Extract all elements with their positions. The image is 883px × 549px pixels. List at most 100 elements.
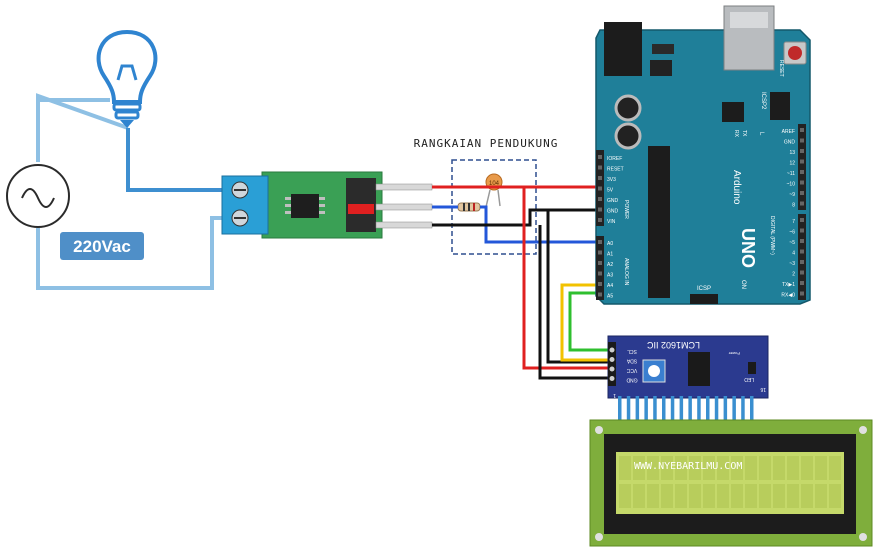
i2c-pin-label-vcc: VCC — [626, 367, 637, 373]
i2c-pin-header — [608, 342, 616, 386]
reset-label: RESET — [778, 60, 784, 77]
lcd-char-cell — [647, 484, 659, 508]
l-label: L — [758, 132, 764, 136]
digital-pin-label: ~9 — [789, 192, 795, 198]
wire-yellow-sda — [560, 283, 612, 362]
digital-pin-label: ~6 — [789, 230, 795, 236]
header-pin — [598, 292, 602, 297]
lcd-char-cell — [773, 456, 785, 480]
lcd-connector-pin — [635, 396, 640, 426]
i2c-pin — [609, 376, 615, 381]
lcd-char-cell — [619, 456, 631, 480]
header-pin — [598, 218, 602, 222]
lcd-connector-pin — [626, 396, 631, 426]
power-jack — [604, 22, 642, 76]
header-pin — [598, 165, 602, 170]
pin-label-a3: A3 — [607, 273, 613, 279]
header-pin — [598, 271, 602, 276]
lcd-connector-pin — [750, 396, 754, 426]
icsp-label: ICSP — [697, 286, 711, 292]
header-pin — [598, 207, 602, 212]
arduino-model: UNO — [738, 228, 758, 268]
sine-wave-icon — [21, 188, 55, 208]
wire-black-gnd — [432, 208, 600, 227]
digital-pin-label: ~3 — [789, 261, 795, 267]
header-pin — [800, 159, 804, 164]
header-pin — [598, 176, 602, 180]
header-pin — [598, 261, 602, 265]
lamp-wire-right — [126, 128, 225, 192]
lcd-char-cell — [689, 456, 701, 480]
i2c-pin — [609, 366, 615, 372]
mains-wire-top — [36, 96, 110, 102]
digital-pin-label: ~11 — [787, 171, 795, 177]
lcd-char-grid — [619, 456, 841, 508]
header-pin — [800, 128, 804, 132]
header-pin — [598, 282, 602, 286]
header-pin — [598, 155, 602, 159]
lcd-connector-pin — [662, 396, 666, 426]
voltage-label: 220Vac — [73, 237, 131, 256]
icsp2-header — [770, 92, 790, 120]
digital-pin-label: 7 — [792, 219, 795, 225]
lcd-char-cell — [731, 484, 743, 508]
on-label: ON — [740, 280, 746, 289]
wire-red-lcd-vcc — [522, 187, 612, 370]
i2c-pin — [609, 357, 615, 362]
header-pin — [598, 250, 602, 255]
lcd-char-cell — [689, 484, 701, 508]
i2c-pin-label-gnd: GND — [626, 377, 638, 383]
lcd-char-cell — [759, 484, 771, 508]
pin-label-5v: 5V — [607, 188, 614, 194]
capacitor-code: 104 — [489, 181, 500, 187]
lcd-char-cell — [703, 484, 715, 508]
digital-header-top — [798, 124, 806, 210]
wire-black-arduino-gnd2 — [546, 210, 612, 364]
lcd-char-cell — [675, 484, 687, 508]
header-pin — [800, 218, 804, 222]
pin-label-a1: A1 — [607, 252, 613, 258]
icsp2-label: ICSP2 — [760, 92, 766, 110]
digital-pin-label: 12 — [789, 161, 795, 167]
header-pin — [800, 201, 804, 206]
i2c-pin — [609, 347, 615, 353]
rx-label: RX — [733, 130, 739, 138]
digital-pin-label: GND — [784, 140, 796, 146]
i2c-title: LCM1602 IIC — [646, 340, 700, 350]
pin-label-a0: A0 — [607, 241, 613, 247]
header-pin — [800, 249, 804, 254]
digital-pin-label: 13 — [789, 150, 795, 156]
pin-label-vin: VIN — [607, 219, 616, 225]
digital-pin-label: 2 — [792, 272, 795, 278]
lcd-char-cell — [717, 456, 729, 480]
header-pin — [800, 270, 804, 275]
lcd-char-cell — [759, 456, 771, 480]
digital-pin-label: TX▶1 — [782, 282, 795, 288]
digital-pin-label: 4 — [792, 251, 795, 257]
digital-pin-label: RX◀0 — [781, 293, 795, 299]
lcd-1602: WWW.NYEBARILMU.COM — [589, 419, 873, 547]
lcd-char-cell — [661, 484, 673, 508]
i2c-pin-label-scl: SCL — [627, 348, 637, 354]
analog-header — [596, 236, 604, 300]
lcd-char-cell — [801, 484, 813, 508]
current-sensor-module — [221, 171, 433, 239]
pin-label-3v3: 3V3 — [607, 177, 616, 183]
power-header-label: POWER — [623, 200, 629, 219]
wire-black-lcd-gnd — [538, 225, 612, 380]
lcd-connector-pin — [697, 396, 701, 426]
arduino-uno-board: RESET ICSP2 Arduino UNO TX RX L ON ICSP … — [595, 5, 811, 305]
voltage-badge — [60, 232, 144, 260]
light-bulb-icon — [96, 29, 158, 128]
wires — [432, 185, 612, 380]
lcd-connector-pin — [688, 396, 692, 426]
header-pin — [800, 149, 804, 153]
pin-label-reset: RESET — [607, 167, 624, 173]
lcd-connector-pin — [644, 396, 648, 426]
header-pin — [800, 239, 804, 243]
power-label: Power — [728, 351, 740, 356]
